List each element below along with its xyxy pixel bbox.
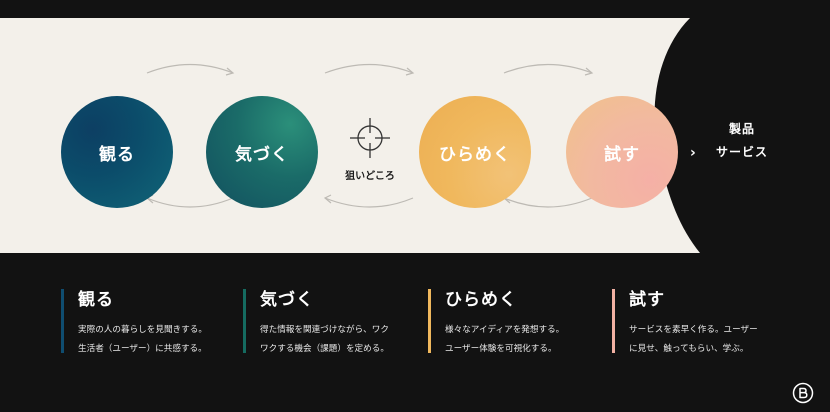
stage-observe: 観る [61,96,173,208]
stage-notice-label: 気づく [235,144,289,165]
description-try: 試す サービスを素早く作る。ユーザー に見せ、触ってもらい、学ぶ。 [612,289,758,354]
description-notice-line2: ワクする機会（課題）を定める。 [260,344,389,354]
arrow-forward-2-head [405,67,415,76]
product-label-line2: サービス [715,145,768,159]
description-observe-line2: 生活者（ユーザー）に共感する。 [78,344,207,354]
arrow-back-2 [324,197,414,208]
arrow-forward-2 [324,63,414,74]
description-inspire-line1: 様々なアイディアを発想する。 [445,325,565,335]
target-label: 狙いどころ [345,171,395,182]
arrow-back-2-head [323,194,332,204]
stage-inspire-label: ひらめく [439,144,511,165]
product-label-line1: 製品 [728,122,755,136]
stage-try: 試す [566,96,678,208]
arrow-back-3 [503,197,593,208]
stage-observe-label: 観る [99,144,135,165]
description-observe-line1: 実際の人の暮らしを見聞きする。 [78,325,207,335]
description-try-line1: サービスを素早く作る。ユーザー [629,325,758,335]
arrow-forward-3 [503,63,593,74]
chevron-right-icon: › [690,145,696,161]
stage-notice: 気づく [206,96,318,208]
description-inspire-line2: ユーザー体験を可視化する。 [445,344,557,354]
description-notice-line1: 得た情報を関連づけながら、ワク [260,325,389,335]
description-try-line2: に見せ、触ってもらい、学ぶ。 [629,344,749,354]
product-service-label: 製品 サービス [706,118,778,164]
stage-inspire: ひらめく [419,96,531,208]
cycle-arrows [145,63,594,208]
description-notice-title: 気づく [260,290,314,310]
arrow-forward-3-head [584,67,594,76]
arrow-forward-1-head [225,67,235,76]
b-logo-icon [792,382,814,404]
stage-try-label: 試す [604,144,640,165]
description-inspire-title: ひらめく [445,290,517,310]
crosshair-icon [350,118,390,158]
description-observe-title: 観る [78,290,114,310]
description-try-title: 試す [629,290,665,310]
description-observe: 観る 実際の人の暮らしを見聞きする。 生活者（ユーザー）に共感する。 [61,289,207,354]
arrow-forward-1 [146,63,234,74]
band-background [0,18,700,253]
arrow-back-1 [146,197,234,208]
process-band: 観る 気づく 狙いどころ ひらめく 試す › 製品 サービス [0,18,830,253]
description-notice: 気づく 得た情報を関連づけながら、ワク ワクする機会（課題）を定める。 [243,289,389,354]
description-inspire: ひらめく 様々なアイディアを発想する。 ユーザー体験を可視化する。 [428,289,565,354]
